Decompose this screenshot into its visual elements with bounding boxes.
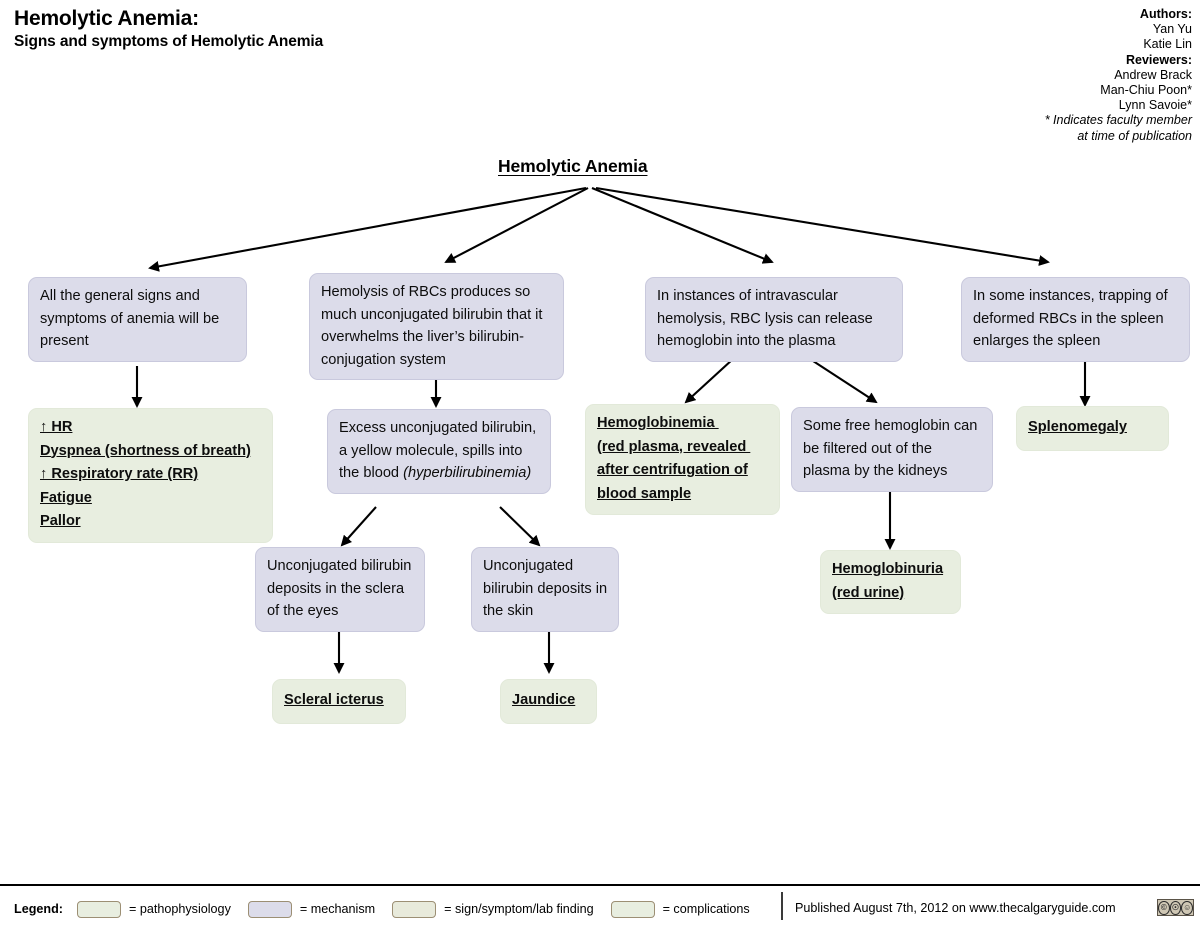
edge-intravascular-to-hemoglobinemia [684,358,734,404]
publication-text: Published August 7th, 2012 on www.thecal… [795,901,1116,915]
reviewer-name: Man-Chiu Poon* [1100,83,1192,98]
sign-line: Splenomegaly [1028,419,1127,435]
reviewer-name: Lynn Savoie* [1118,98,1192,113]
publication-divider [781,892,783,920]
edge-root-to-hemolysis [444,187,589,263]
node-general-signs-list[interactable]: ↑ HR Dyspnea (shortness of breath) ↑ Res… [28,408,273,543]
edge-excess-to-sclera [340,506,377,547]
legend-title: Legend: [14,902,63,916]
node-hemolysis-bilirubin[interactable]: Hemolysis of RBCs produces so much uncon… [309,273,564,380]
sign-line: Hemoglobinuria [832,561,944,577]
legend-item-mechanism: = mechanism [247,900,376,918]
sign-line: ↑ Respiratory rate (RR) [40,466,199,482]
edge-excess-to-skin [499,506,541,547]
edge-root-to-spleen [595,186,1050,266]
node-general-signs[interactable]: All the general signs and symptoms of an… [28,277,247,362]
legend-swatch-icon [76,900,121,918]
sign-line: (red plasma, revealed [597,438,751,455]
edge-intravascular-to-freehgb [809,358,878,404]
page-title: Hemolytic Anemia: [14,7,199,30]
legend-swatch-icon [392,900,437,918]
legend-item-sign-symptom: = sign/symptom/lab finding [392,900,594,918]
sign-line: ↑ HR [40,419,73,435]
author-name: Yan Yu [1152,22,1192,37]
faculty-footnote-line1: * Indicates faculty member [1044,113,1192,128]
flowchart: Hemolytic Anemia All the general signs a… [28,156,1190,724]
legend-swatch-icon [247,900,292,918]
node-hemolytic-anemia-root[interactable]: Hemolytic Anemia [498,156,648,176]
page-title-block: Hemolytic Anemia: Signs and symptoms of … [14,6,323,52]
node-excess-bilirubin[interactable]: Excess unconjugated bilirubin, a yellow … [327,409,551,494]
sign-line: Dyspnea (shortness of breath) [40,442,251,459]
node-hemoglobinemia[interactable]: Hemoglobinemia (red plasma, revealed aft… [585,404,780,515]
node-sclera-deposit[interactable]: Unconjugated bilirubin deposits in the s… [255,547,425,632]
credits-block: Authors: Yan Yu Katie Lin Reviewers: And… [1045,7,1192,144]
legend-swatch-icon [610,900,655,918]
legend-label: = mechanism [299,902,376,916]
node-scleral-icterus[interactable]: Scleral icterus [272,679,406,724]
legend-label: = pathophysiology [128,902,231,916]
author-name: Katie Lin [1143,37,1192,52]
sign-line: Jaundice [512,692,576,708]
sign-line: Fatigue [40,489,92,506]
edge-root-to-intravascular [591,187,774,264]
excess-bilirubin-italic: (hyperbilirubinemia) [403,465,532,481]
node-hemoglobinuria[interactable]: Hemoglobinuria (red urine) [820,550,961,614]
creative-commons-icon[interactable]: © ☉ ☺ [1157,899,1194,916]
node-intravascular-hemolysis[interactable]: In instances of intravascular hemolysis,… [645,277,903,362]
cc-mark-icon: © [1158,900,1170,915]
reviewers-label: Reviewers: [1125,52,1192,67]
reviewer-name: Andrew Brack [1114,67,1192,82]
excess-bilirubin-text: Excess unconjugated bilirubin, a yellow … [339,420,537,481]
cc-sa-icon: ☺ [1181,900,1194,915]
sign-line: Pallor [40,513,81,529]
node-skin-deposit[interactable]: Unconjugated bilirubin deposits in the s… [471,547,619,632]
node-spleen-trapping[interactable]: In some instances, trapping of deformed … [961,277,1190,362]
legend: Legend: = pathophysiology = mechanism = … [14,898,767,920]
edge-root-to-general [148,186,587,272]
sign-line: Hemoglobinemia [597,415,719,431]
legend-item-complications: = complications [610,900,750,918]
node-free-hemoglobin-kidneys[interactable]: Some free hemoglobin can be filtered out… [791,407,993,492]
sign-line: (red urine) [832,584,905,601]
legend-label: = complications [662,902,750,916]
footer-divider [0,884,1200,886]
node-splenomegaly[interactable]: Splenomegaly [1016,406,1169,451]
sign-line: blood sample [597,485,692,502]
legend-item-pathophysiology: = pathophysiology [76,900,231,918]
cc-by-icon: ☉ [1169,900,1182,915]
sign-line: after centrifugation of [597,462,748,478]
legend-label: = sign/symptom/lab finding [444,902,594,916]
authors-label: Authors: [1139,7,1192,21]
faculty-footnote-line2: at time of publication [1077,128,1192,143]
page-subtitle: Signs and symptoms of Hemolytic Anemia [14,33,324,50]
sign-line: Scleral icterus [284,692,384,708]
node-jaundice[interactable]: Jaundice [500,679,597,724]
